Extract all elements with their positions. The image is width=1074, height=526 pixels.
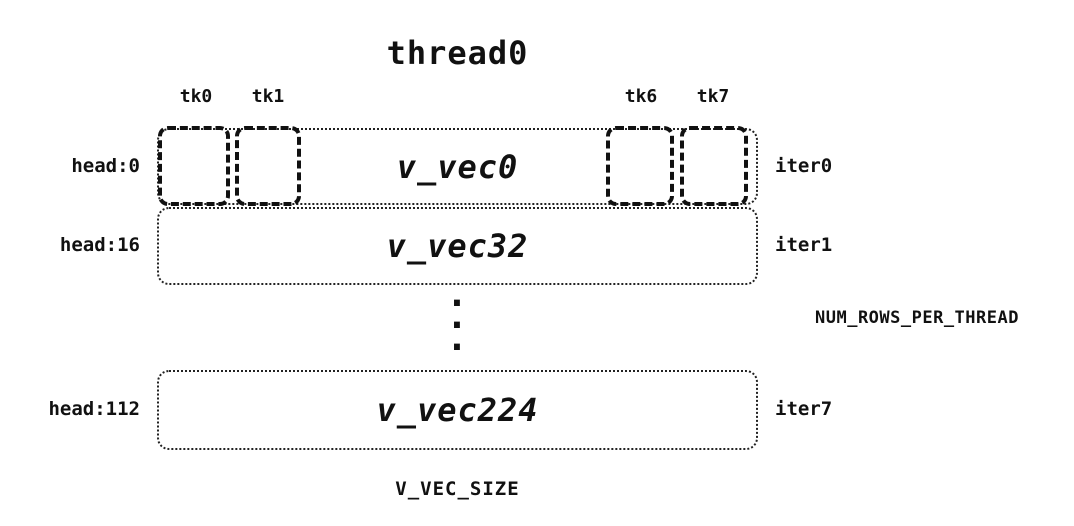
iter0-label: iter0	[775, 155, 833, 177]
head-112-label: head:112	[48, 398, 140, 420]
tk0-box	[158, 126, 230, 206]
v-vec224-box: v_vec224	[157, 370, 758, 450]
v-vec-size-label: V_VEC_SIZE	[395, 478, 520, 500]
num-rows-per-thread-label: NUM_ROWS_PER_THREAD	[815, 308, 1019, 328]
diagram-title: thread0	[386, 34, 529, 72]
vertical-ellipsis: . . .	[427, 274, 487, 359]
tk1-box	[235, 126, 301, 206]
head-0-label: head:0	[71, 155, 140, 177]
iter1-label: iter1	[775, 234, 833, 256]
tk6-box	[606, 126, 674, 206]
ellipsis-dot: .	[446, 296, 468, 337]
ellipsis-dot: .	[446, 318, 468, 359]
tk6-label: tk6	[624, 86, 658, 107]
v-vec32-box: v_vec32	[157, 207, 758, 285]
v-vec32-label: v_vec32	[386, 227, 529, 265]
v-vec224-label: v_vec224	[376, 391, 539, 429]
tk1-label: tk1	[251, 86, 285, 107]
v-vec0-label: v_vec0	[396, 147, 519, 186]
ellipsis-dot: .	[446, 274, 468, 315]
iter7-label: iter7	[775, 398, 833, 420]
tk7-box	[680, 126, 748, 206]
tk0-label: tk0	[179, 86, 213, 107]
head-16-label: head:16	[59, 234, 140, 256]
tk7-label: tk7	[696, 86, 730, 107]
